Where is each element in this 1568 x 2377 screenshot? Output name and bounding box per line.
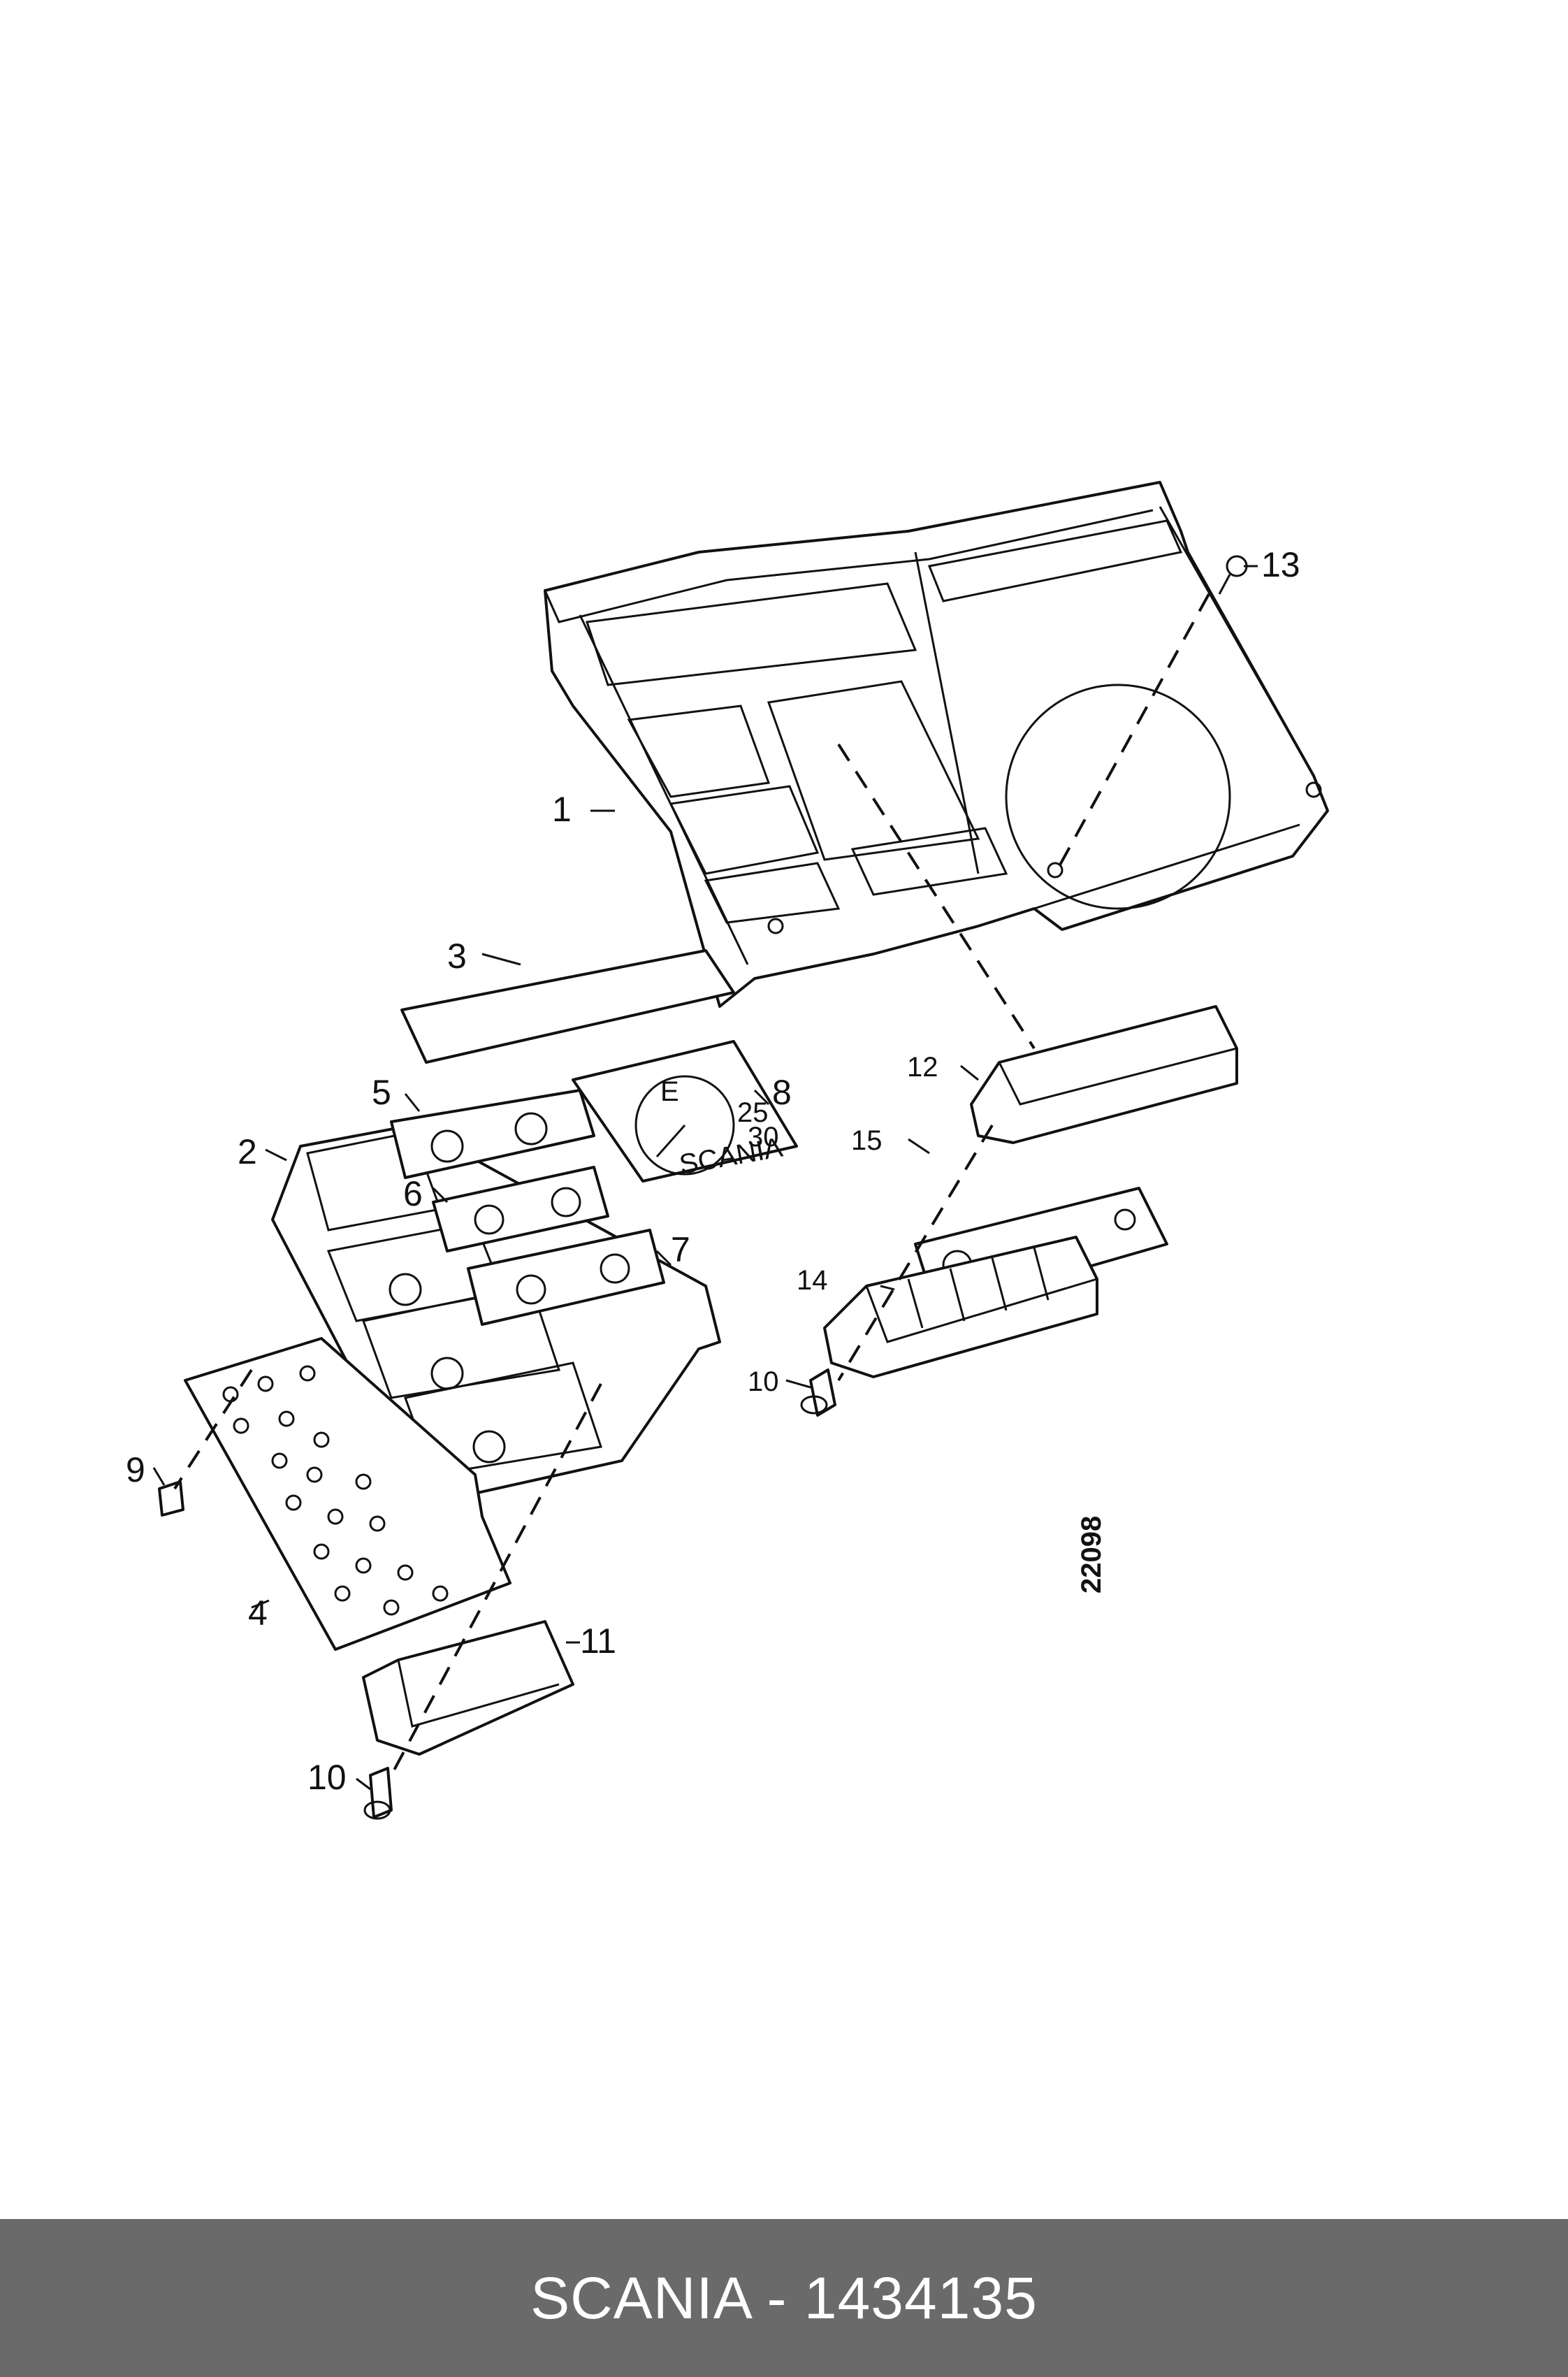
callout-7: 7 <box>671 1230 690 1269</box>
part-4-circuit-board <box>184 1337 511 1651</box>
callout-9: 9 <box>126 1450 145 1489</box>
part-3-trim-strip <box>400 949 735 1064</box>
caption-bar: SCANIA - 1434135 <box>0 2219 1568 2377</box>
part-6-gauge-panel <box>432 1166 609 1252</box>
assembly-lines <box>173 593 1210 1776</box>
part-10-screw-right <box>800 1368 836 1417</box>
callout-8: 8 <box>772 1073 792 1112</box>
callout-14: 14 <box>797 1265 828 1296</box>
part-12-upper-cover <box>970 1005 1238 1144</box>
exploded-parts-diagram: E 25 30 SCANIA <box>126 481 1329 1820</box>
part-10-screw-left <box>363 1767 393 1820</box>
part-1-console-housing <box>544 481 1329 1008</box>
part-7-gauge-panel <box>467 1229 665 1326</box>
callout-13: 13 <box>1261 545 1300 584</box>
part-13-screw <box>1218 555 1248 595</box>
callout-15: 15 <box>851 1125 883 1156</box>
callout-10-right: 10 <box>748 1366 779 1397</box>
drawing-number: 22098 <box>1076 1516 1107 1594</box>
part-11-lower-cover <box>362 1620 574 1756</box>
callout-2: 2 <box>238 1132 257 1171</box>
part-8-main-gauge: E 25 30 SCANIA <box>572 1040 798 1183</box>
callout-1: 1 <box>552 790 572 829</box>
part-5-gauge-panel <box>390 1089 595 1179</box>
callout-11: 11 <box>580 1621 616 1661</box>
callout-10-left: 10 <box>307 1758 347 1797</box>
gauge-tick-25: 25 <box>737 1097 769 1128</box>
gauge-e-mark: E <box>660 1076 679 1107</box>
callout-5: 5 <box>372 1073 391 1112</box>
callout-6: 6 <box>403 1174 423 1213</box>
caption-text: SCANIA - 1434135 <box>530 2264 1038 2331</box>
callout-4: 4 <box>248 1594 268 1633</box>
callout-12: 12 <box>907 1052 938 1083</box>
part-9-bulb-holder <box>158 1480 184 1517</box>
callout-leaders <box>152 565 1258 1791</box>
callout-3: 3 <box>447 937 467 976</box>
gauge-tick-30: 30 <box>748 1122 779 1153</box>
